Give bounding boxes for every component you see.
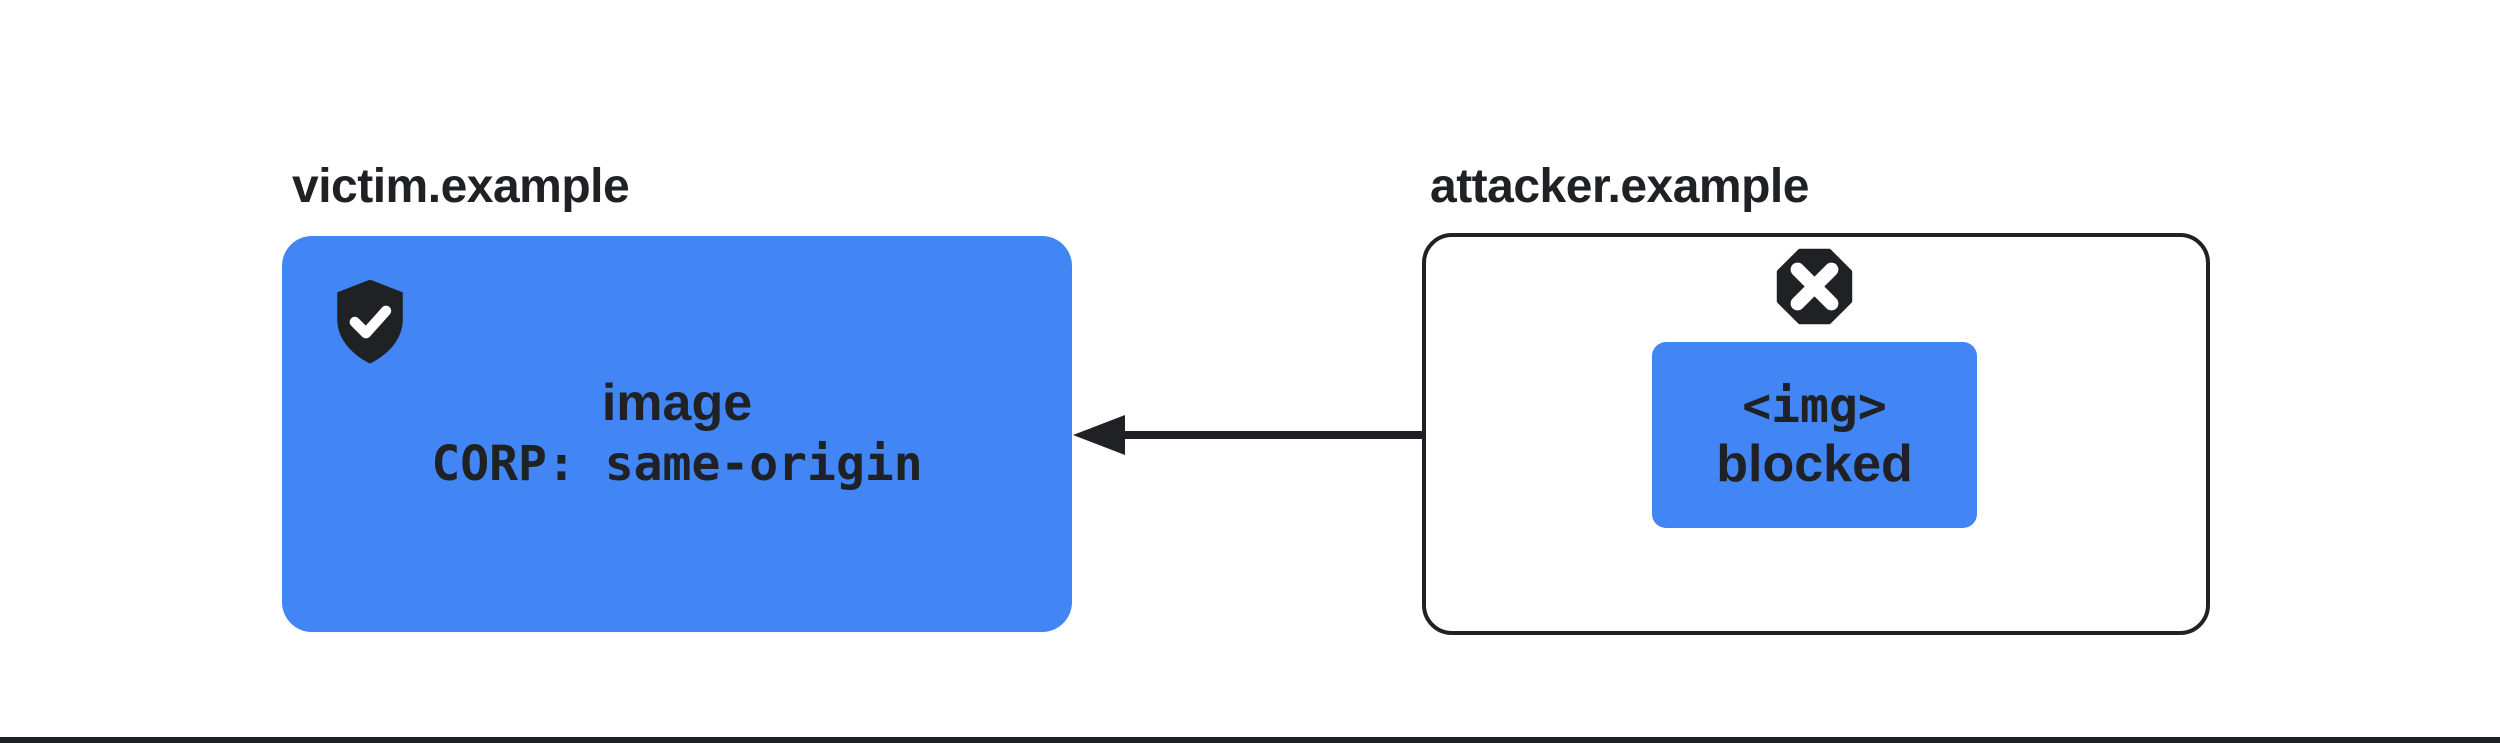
blocked-status-text: blocked bbox=[1716, 435, 1913, 493]
img-tag-text: <img> bbox=[1742, 378, 1887, 434]
victim-origin-card bbox=[282, 236, 1072, 632]
shield-check-icon bbox=[337, 279, 403, 364]
cross-octagon-icon bbox=[1776, 248, 1853, 325]
blocked-img-card: <img> blocked bbox=[1652, 342, 1977, 528]
resource-type-text: image bbox=[601, 374, 753, 432]
attacker-domain-label: attacker.example bbox=[1430, 160, 1809, 213]
figure-bottom-border bbox=[0, 737, 2500, 743]
victim-card-text: image CORP: same-origin bbox=[282, 372, 1072, 494]
victim-domain-label: victim.example bbox=[292, 160, 630, 213]
corp-header-text: CORP: same-origin bbox=[431, 436, 923, 492]
